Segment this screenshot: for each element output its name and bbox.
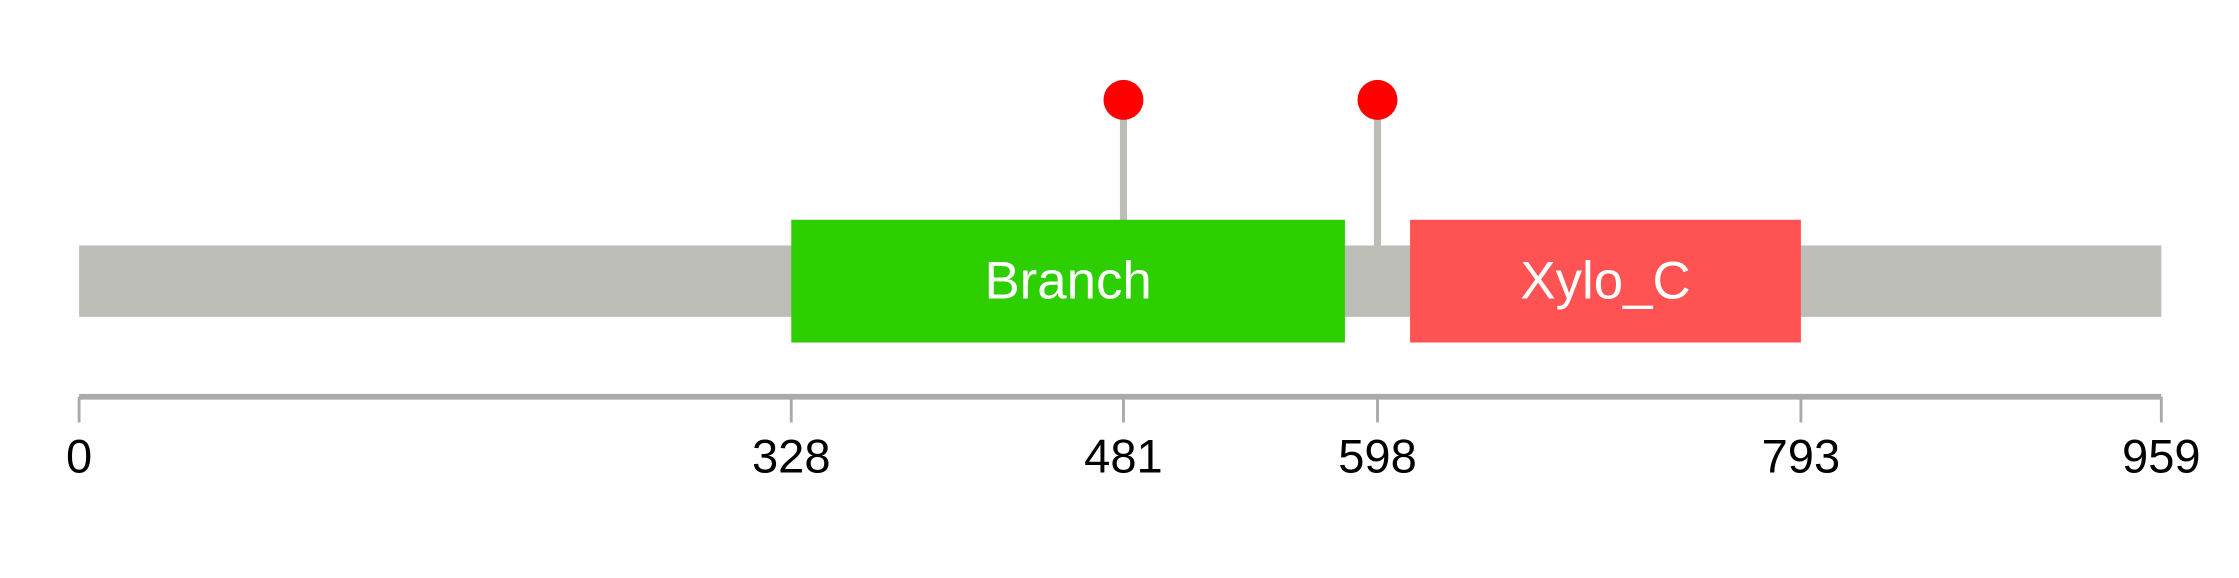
axis-tick-label: 959 — [2122, 429, 2201, 482]
mutation-marker[interactable] — [1357, 79, 1398, 120]
domain-xylo-c[interactable] — [1410, 219, 1801, 343]
axis-tick-label: 793 — [1762, 429, 1841, 482]
axis-tick-label: 328 — [752, 429, 831, 482]
domain-branch[interactable] — [791, 219, 1345, 343]
axis-tick-label: 481 — [1084, 429, 1163, 482]
domain-label: Xylo_C — [1520, 251, 1690, 310]
mutation-marker[interactable] — [1103, 79, 1144, 120]
axis-tick-label: 0 — [66, 429, 92, 482]
axis-tick-label: 598 — [1338, 429, 1417, 482]
domain-label: Branch — [984, 251, 1151, 310]
